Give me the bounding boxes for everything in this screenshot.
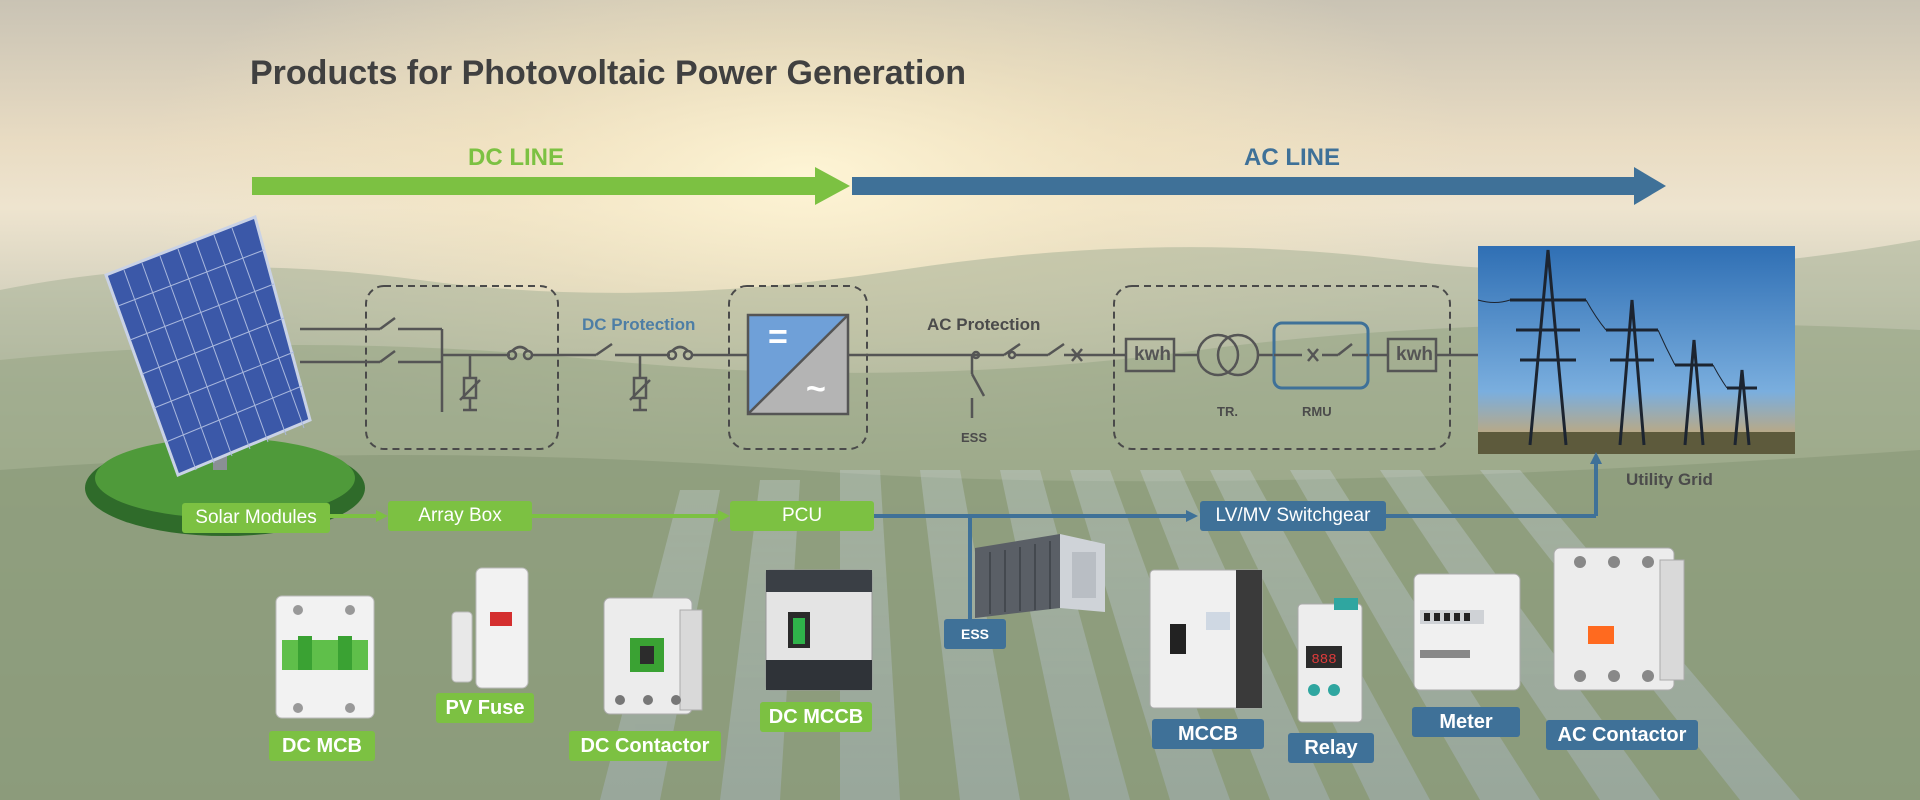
ac-contactor-label: AC Contactor: [1546, 720, 1698, 750]
flow-lines: [330, 452, 1602, 620]
utility-grid-image: [1477, 246, 1795, 454]
page-title: Products for Photovoltaic Power Generati…: [250, 54, 966, 92]
array-box-enclosure: [365, 285, 559, 450]
utility-grid-label: Utility Grid: [1626, 470, 1713, 489]
dc-mccb-image: [765, 569, 873, 691]
rmu-label: RMU: [1302, 404, 1332, 419]
pcu-tag: PCU: [730, 501, 874, 531]
ac-wiring: [848, 333, 1478, 418]
meter-image: [1413, 573, 1521, 691]
svg-text:888: 888: [1311, 652, 1336, 668]
kwh-meter-symbol: [1386, 337, 1438, 373]
dc-wiring: [300, 316, 748, 412]
mccb-label: MCCB: [1152, 719, 1264, 749]
ess-diagram-label: ESS: [961, 430, 988, 445]
ac-protection-label: AC Protection: [927, 315, 1041, 334]
ess-container-image: [975, 534, 1105, 618]
rmu-symbol: [1272, 321, 1370, 390]
kwh-label: kwh: [1396, 344, 1433, 365]
pcu-enclosure: [728, 285, 868, 450]
ess-tag: ESS: [944, 619, 1006, 649]
pv-fuse-image: [451, 567, 529, 689]
dc-protection-label: DC Protection: [582, 315, 696, 334]
inverter-dc-symbol: =: [768, 318, 788, 356]
switchgear-tag: LV/MV Switchgear: [1200, 501, 1386, 531]
ac-line-label: AC LINE: [1244, 144, 1340, 171]
dc-contactor-image: [603, 597, 703, 715]
dc-contactor-label: DC Contactor: [569, 731, 721, 761]
relay-image: 888: [1297, 598, 1363, 723]
transformer-label: TR.: [1217, 404, 1238, 419]
solar-modules-tag: Solar Modules: [182, 503, 330, 533]
inverter-icon: [746, 313, 850, 416]
ac-line-arrow: [852, 167, 1666, 205]
kwh-meter-symbol: [1124, 337, 1176, 373]
dc-line-label: DC LINE: [468, 144, 564, 171]
pv-fuse-label: PV Fuse: [436, 693, 534, 723]
ac-contactor-image: [1553, 547, 1685, 691]
array-box-tag: Array Box: [388, 501, 532, 531]
dc-mcb-image: [275, 595, 375, 719]
inverter-ac-symbol: ~: [806, 370, 826, 408]
dc-mcb-label: DC MCB: [269, 731, 375, 761]
mccb-image: [1149, 569, 1263, 709]
relay-label: Relay: [1288, 733, 1374, 763]
dc-line-arrow: [252, 167, 850, 205]
solar-panel-icon: [85, 214, 365, 536]
dc-mccb-label: DC MCCB: [760, 702, 872, 732]
switchgear-enclosure: [1113, 285, 1451, 450]
meter-label: Meter: [1412, 707, 1520, 737]
kwh-label: kwh: [1134, 344, 1171, 365]
